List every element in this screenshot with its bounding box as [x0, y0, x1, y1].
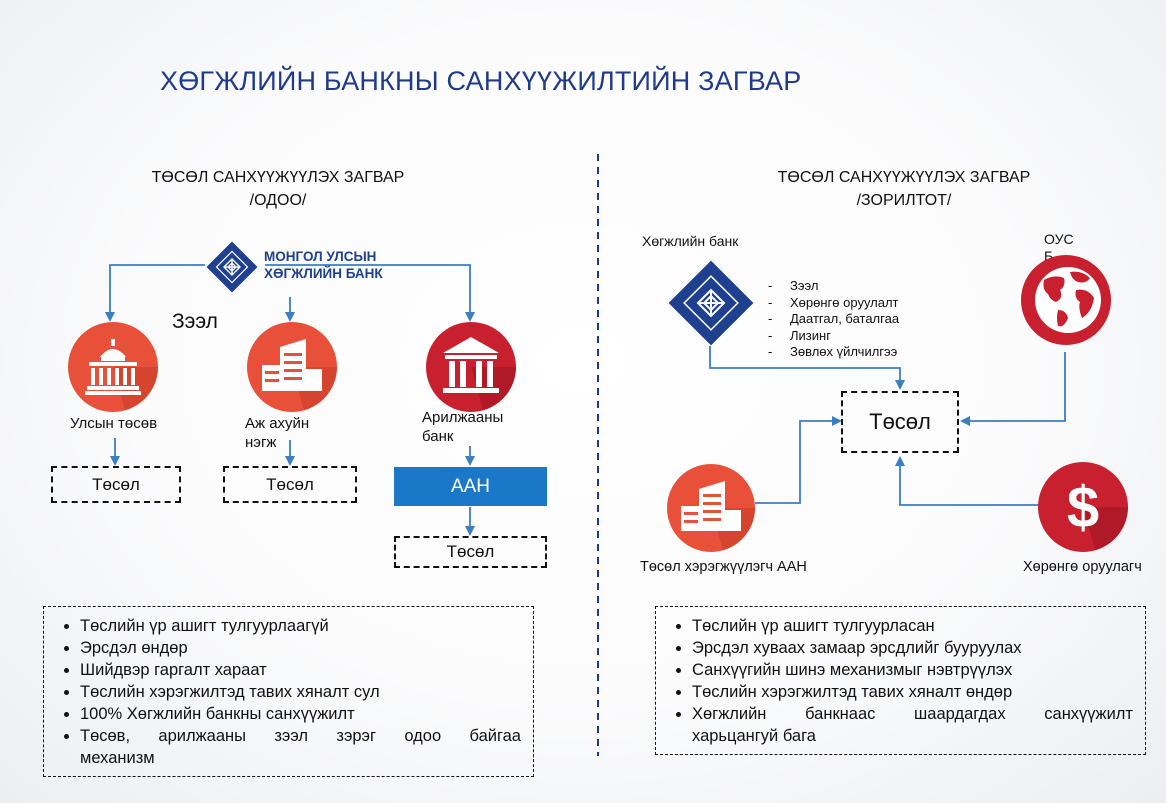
current-model-issues-box: Төслийн үр ашигт тулгуурлаагүй Эрсдэл өн… [43, 606, 534, 777]
right-bullet: Төслийн үр ашигт тулгуурласан [692, 615, 1133, 637]
commercial-bank-label: Арилжааны банк [422, 408, 503, 446]
loan-label: Зээл [172, 310, 218, 333]
service-item: Хөрөнгө оруулалт [768, 295, 899, 312]
left-heading: ТӨСӨЛ САНХҮҮЖҮҮЛЭХ ЗАГВАР /ОДОО/ [118, 166, 438, 212]
office-building-icon [247, 322, 337, 412]
business-label: Аж ахуйн нэгж [245, 414, 309, 452]
capitol-building-icon [68, 322, 158, 412]
left-bullet: 100% Хөгжлийн банкны санхүүжилт [80, 703, 521, 725]
globe-icon [1021, 255, 1111, 345]
business-label-line1: Аж ахуйн [245, 415, 310, 432]
service-item: Даатгал, баталгаа [768, 311, 899, 328]
left-heading-line1: ТӨСӨЛ САНХҮҮЖҮҮЛЭХ ЗАГВАР [151, 169, 405, 186]
center-divider [597, 154, 599, 756]
project-box-3: Төсөл [394, 536, 547, 568]
business-label-line2: нэгж [245, 434, 277, 451]
bank-logo-line2: ХӨГЖЛИЙН БАНК [264, 266, 383, 281]
right-bullet: Төслийн хэрэгжилтэд тавих хяналт өндөр [692, 681, 1133, 703]
left-bullet: Төсөв, арилжааны зээл зэрэг одоо байгаа [80, 725, 521, 747]
right-heading-line1: ТӨСӨЛ САНХҮҮЖҮҮЛЭХ ЗАГВАР [777, 169, 1031, 186]
project-box-1: Төсөл [51, 466, 181, 503]
ous-label-line2: Б [1044, 248, 1054, 264]
dev-bank-label: Хөгжлийн банк [642, 233, 739, 249]
left-bullet-continuation: механизм [80, 749, 155, 767]
investor-label: Хөрөнгө оруулагч [1023, 559, 1142, 575]
right-bullet-continuation: харьцангуй бага [692, 727, 816, 745]
service-item: Зээл [768, 278, 899, 295]
left-bullet: Төслийн хэрэгжилтэд тавих хяналт сул [80, 681, 521, 703]
commercial-label-line2: банк [422, 428, 454, 445]
target-model-benefits-box: Төслийн үр ашигт тулгуурласан Эрсдэл хув… [655, 606, 1146, 755]
target-project-box: Төсөл [841, 391, 959, 453]
ous-label-line1: ОУС [1044, 231, 1074, 247]
project-box-2: Төсөл [223, 466, 357, 503]
bank-logo-line1: МОНГОЛ УЛСЫН [264, 249, 377, 264]
right-heading: ТӨСӨЛ САНХҮҮЖҮҮЛЭХ ЗАГВАР /ЗОРИЛТОТ/ [744, 166, 1064, 212]
right-bullet: Санхүүгийн шинэ механизмыг нэвтрүүлэх [692, 659, 1133, 681]
commercial-label-line1: Арилжааны [422, 409, 504, 426]
left-heading-line2: /ОДОО/ [249, 192, 307, 209]
left-bullet: Шийдвэр гаргалт хараат [80, 659, 521, 681]
right-bullet: Эрсдэл хуваах замаар эрсдлийг бууруулах [692, 637, 1133, 659]
right-bullet: Хөгжлийн банкнаас шаардагдах санхүүжилт [692, 703, 1133, 725]
page-title: ХӨГЖЛИЙН БАНКНЫ САНХҮҮЖИЛТИЙН ЗАГВАР [160, 66, 802, 96]
budget-label: Улсын төсөв [70, 415, 158, 432]
bank-logo-text: МОНГОЛ УЛСЫН ХӨГЖЛИЙН БАНК [264, 248, 383, 282]
right-heading-line2: /ЗОРИЛТОТ/ [856, 192, 952, 209]
service-item: Зөвлөх үйлчилгээ [768, 344, 899, 361]
left-bullet: Төслийн үр ашигт тулгуурлаагүй [80, 615, 521, 637]
left-bullet: Эрсдэл өндөр [80, 637, 521, 659]
service-item: Лизинг [768, 328, 899, 345]
svg-text:$: $ [1067, 475, 1099, 540]
implementer-label: Төсөл хэрэгжүүлэгч ААН [640, 559, 807, 575]
bank-columns-icon [426, 322, 516, 412]
services-list: Зээл Хөрөнгө оруулалт Даатгал, баталгаа … [768, 278, 899, 361]
office-building-icon [667, 464, 755, 552]
ous-label: ОУС Б [1044, 231, 1074, 265]
mongol-bank-logo-icon [668, 260, 754, 346]
aah-box: ААН [394, 467, 547, 506]
dollar-icon: $ [1038, 462, 1128, 552]
mongol-bank-logo-icon [206, 241, 258, 293]
